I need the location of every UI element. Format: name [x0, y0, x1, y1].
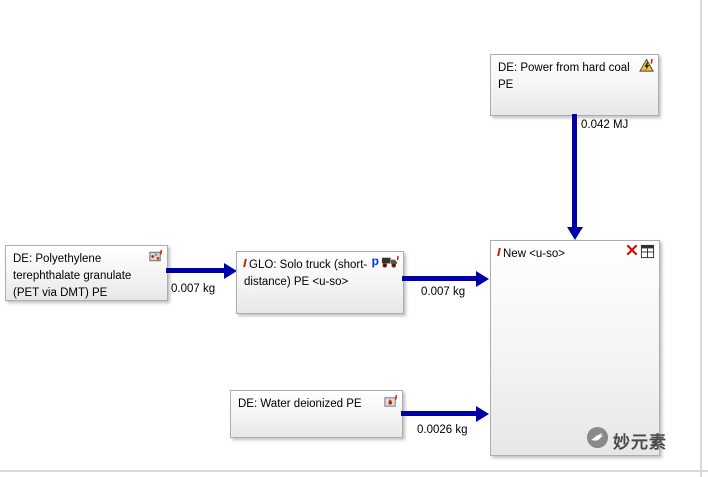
process-icons — [626, 244, 655, 265]
flow-amount-water: 0.0026 kg — [417, 424, 468, 436]
flow-arrowhead-water-to-target[interactable] — [476, 406, 489, 422]
process-node-truck[interactable]: GLO: Solo truck (short-distance) PE <u-s… — [236, 251, 404, 314]
truck-icon — [381, 255, 399, 275]
missing-reference-x-icon — [626, 244, 638, 262]
process-icons — [148, 249, 163, 270]
process-node-water[interactable]: DE: Water deionized PE — [230, 390, 403, 438]
flow-amount-truck: 0.007 kg — [421, 286, 466, 298]
process-icons — [383, 394, 398, 415]
process-node-target[interactable]: New <u-so> — [490, 240, 660, 456]
flow-arrowhead-truck-to-target[interactable] — [476, 271, 489, 287]
granulate-process-icon — [148, 249, 163, 270]
watermark: 妙元素 — [586, 426, 667, 454]
water-process-icon — [383, 394, 398, 415]
flow-amount-power: 0.042 MJ — [581, 119, 629, 131]
process-label: DE: Water deionized PE — [238, 398, 362, 410]
process-label: GLO: Solo truck (short-distance) PE <u-s… — [237, 252, 403, 291]
flow-amount-pet: 0.007 kg — [171, 283, 216, 295]
plan-grid-icon — [640, 244, 655, 265]
process-node-pet[interactable]: DE: Polyethylene terephthalate granulate… — [5, 245, 168, 301]
process-label: DE: Power from hard coal PE — [498, 62, 630, 91]
flow-arrowhead-pet-to-truck[interactable] — [224, 263, 237, 279]
flow-arrow-water-to-target[interactable] — [401, 411, 477, 416]
page-boundary-horizontal — [0, 470, 708, 472]
power-plant-icon — [639, 58, 654, 79]
process-icons: p — [372, 255, 399, 275]
red-tick-icon — [243, 259, 247, 267]
process-label-text: New <u-so> — [503, 248, 566, 260]
process-label-text: GLO: Solo truck (short-distance) PE <u-s… — [244, 259, 368, 288]
flow-arrow-truck-to-target[interactable] — [402, 276, 477, 281]
page-boundary-vertical — [700, 0, 702, 477]
partial-process-badge: p — [371, 254, 379, 268]
process-node-power[interactable]: DE: Power from hard coal PE — [490, 54, 659, 116]
flow-arrow-pet-to-truck[interactable] — [166, 268, 225, 273]
process-label: New <u-so> — [491, 241, 659, 263]
watermark-text: 妙元素 — [613, 432, 667, 452]
flow-arrowhead-power-to-target[interactable] — [567, 227, 583, 240]
process-icons — [639, 58, 654, 79]
process-label: DE: Polyethylene terephthalate granulate… — [13, 253, 132, 299]
flow-arrow-power-to-target[interactable] — [572, 114, 577, 227]
red-tick-icon — [497, 248, 501, 256]
dove-logo-icon — [586, 426, 609, 454]
